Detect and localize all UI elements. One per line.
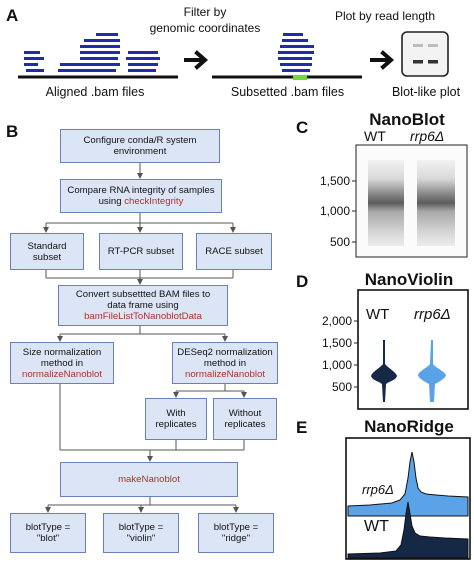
nanoblot-mutant-lane bbox=[417, 160, 455, 246]
ridge-type-line1: blotType = bbox=[213, 522, 259, 533]
nanoblot-ytick-1000: 1,000 bbox=[319, 204, 350, 218]
nanoviolin-ytick-1500: 1,500 bbox=[321, 336, 352, 350]
nanoridge-wt-label: WT bbox=[364, 518, 389, 535]
bamfilelist-function: bamFileListToNanoblotData bbox=[84, 311, 202, 322]
nanoviolin-ytick-500: 500 bbox=[331, 380, 352, 394]
configure-line2: environment bbox=[113, 146, 167, 157]
filter-caption-line1: Filter by bbox=[183, 5, 227, 19]
panel-label-e: E bbox=[296, 418, 308, 437]
blottype-blot-step: blotType = "blot" bbox=[10, 513, 86, 553]
nanoridge-title: NanoRidge bbox=[364, 417, 454, 436]
check-integrity-function: checkIntegrity bbox=[124, 196, 184, 207]
blottype-ridge-step: blotType = "ridge" bbox=[198, 513, 274, 553]
nanoblot-mutant-label: rrp6Δ bbox=[410, 128, 445, 144]
violin-type-line2: "violin" bbox=[126, 533, 156, 544]
compare-integrity-step: Compare RNA integrity of samples using c… bbox=[60, 179, 222, 213]
violin-type-line1: blotType = bbox=[118, 522, 164, 533]
nanoviolin-ytick-1000: 1,000 bbox=[321, 358, 352, 372]
without-line2: replicates bbox=[224, 419, 266, 430]
ridge-wt bbox=[347, 501, 469, 559]
size-line1: Size normalization bbox=[22, 346, 102, 358]
deseq2-normalization-step: DESeq2 normalization method in normalize… bbox=[172, 342, 278, 384]
genomic-highlight bbox=[293, 75, 307, 80]
without-replicates-step: Without replicates bbox=[213, 398, 277, 440]
blot-like-plot-label: Blot-like plot bbox=[391, 85, 461, 99]
compare-line1: Compare RNA integrity of samples bbox=[67, 185, 215, 196]
nanoblot-ytick-500: 500 bbox=[329, 235, 350, 249]
size-normalization-step: Size normalization method in normalizeNa… bbox=[10, 342, 114, 384]
with-replicates-step: With replicates bbox=[145, 398, 207, 440]
compare-line2-wrap: using checkIntegrity bbox=[99, 196, 184, 207]
nanoviolin-wt-label: WT bbox=[366, 306, 390, 323]
convert-bam-step: Convert subsettted BAM files to data fra… bbox=[58, 285, 228, 326]
nanoviolin-frame bbox=[357, 289, 469, 410]
configure-environment-step: Configure conda/R system environment bbox=[60, 129, 220, 163]
deseq-normalize-function: normalizeNanoblot bbox=[185, 368, 265, 380]
nanoviolin-mutant-label: rrp6Δ bbox=[414, 306, 451, 323]
nanoblot-ytick-1500: 1,500 bbox=[319, 174, 350, 188]
panel-label-a: A bbox=[6, 6, 19, 25]
violin-wt bbox=[371, 340, 397, 402]
standard-line2: subset bbox=[32, 251, 62, 263]
nanoblot-wt-label: WT bbox=[364, 128, 386, 144]
rtpcr-label: RT-PCR subset bbox=[107, 246, 175, 257]
plot-caption: Plot by read length bbox=[334, 9, 436, 23]
aligned-reads bbox=[24, 33, 160, 72]
arrow-right-2 bbox=[370, 50, 395, 70]
panel-label-c: C bbox=[296, 118, 309, 137]
convert-line1: Convert subsettted BAM files to bbox=[75, 289, 211, 300]
panel-label-b: B bbox=[6, 122, 19, 141]
ridge-mutant bbox=[347, 451, 469, 517]
size-line2: method in bbox=[40, 357, 84, 369]
blottype-violin-step: blotType = "violin" bbox=[103, 513, 179, 553]
with-line1: With bbox=[166, 408, 186, 419]
without-line1: Without bbox=[228, 408, 262, 419]
panel-a-graphics bbox=[18, 31, 449, 80]
standard-subset-step: Standard subset bbox=[10, 233, 84, 270]
arrow-right-1 bbox=[184, 50, 209, 70]
standard-line1: Standard bbox=[27, 240, 67, 252]
convert-line2: data frame using bbox=[107, 300, 179, 311]
race-subset-step: RACE subset bbox=[196, 233, 272, 270]
filter-caption-line2: genomic coordinates bbox=[149, 21, 261, 35]
panel-label-d: D bbox=[296, 272, 309, 291]
with-line2: replicates bbox=[155, 419, 197, 430]
ridge-type-line2: "ridge" bbox=[221, 533, 251, 544]
blot-icon bbox=[401, 31, 449, 77]
rtpcr-subset-step: RT-PCR subset bbox=[99, 233, 183, 270]
nanoviolin-ytick-2000: 2,000 bbox=[321, 314, 352, 328]
blot-type-line2: "blot" bbox=[36, 533, 60, 544]
nanoblot-wt-lane bbox=[368, 160, 404, 246]
make-nanoblot-function: makeNanoblot bbox=[118, 474, 180, 485]
subsetted-bam-label: Subsetted .bam files bbox=[230, 85, 345, 99]
race-label: RACE subset bbox=[205, 246, 263, 257]
deseq-line1: DESeq2 normalization bbox=[177, 346, 273, 358]
configure-line1: Configure conda/R system bbox=[83, 135, 197, 146]
nanoviolin-title: NanoViolin bbox=[364, 270, 454, 289]
nanoridge-mutant-label: rrp6Δ bbox=[362, 482, 394, 497]
violin-mutant bbox=[418, 340, 446, 402]
make-nanoblot-step: makeNanoblot bbox=[60, 462, 238, 497]
aligned-bam-label: Aligned .bam files bbox=[45, 85, 145, 99]
compare-line2: using bbox=[98, 196, 125, 207]
deseq-line2: method in bbox=[203, 357, 247, 369]
blot-type-line1: blotType = bbox=[25, 522, 71, 533]
subsetted-reads bbox=[278, 33, 314, 72]
size-normalize-function: normalizeNanoblot bbox=[22, 368, 102, 380]
nanoblot-title: NanoBlot bbox=[369, 110, 445, 129]
